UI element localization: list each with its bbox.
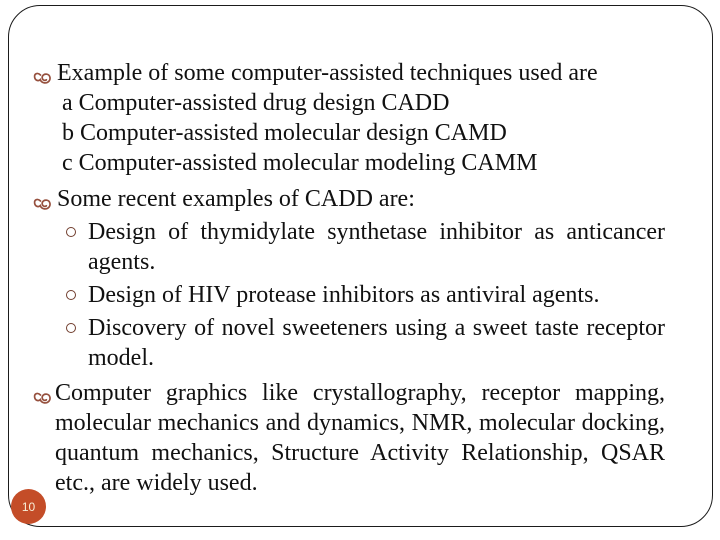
slide-content: Example of some computer-assisted techni… [33,58,665,498]
page-number-badge: 10 [11,489,46,524]
lettered-line-b: b Computer-assisted molecular design CAM… [62,118,665,148]
lettered-line-text: b Computer-assisted molecular design CAM… [62,120,507,146]
slide-frame-border [8,5,713,527]
bullet-item-text: Example of some computer-assisted techni… [57,60,598,86]
circle-outline-bullet-icon [66,290,76,300]
circle-outline-bullet-icon [66,227,76,237]
bullet-item: Some recent examples of CADD are: [33,184,665,214]
sub-bullet-item: Discovery of novel sweeteners using a sw… [33,313,665,373]
bullet-item: Example of some computer-assisted techni… [33,58,665,88]
sub-bullet-item-text: Design of HIV protease inhibitors as ant… [88,282,600,308]
sub-bullet-item-text: Design of thymidylate synthetase inhibit… [88,219,665,275]
lettered-line-text: c Computer-assisted molecular modeling C… [62,150,538,176]
ornament-scroll-bullet-icon [33,65,53,84]
ornament-scroll-bullet-icon [33,385,53,404]
bullet-item-text: Computer graphics like crystallography, … [55,380,665,496]
sub-bullet-item: Design of HIV protease inhibitors as ant… [33,280,665,310]
lettered-line-text: a Computer-assisted drug design CADD [62,90,450,116]
bullet-item-text: Some recent examples of CADD are: [57,186,415,212]
sub-bullet-item-text: Discovery of novel sweeteners using a sw… [88,315,665,371]
circle-outline-bullet-icon [66,323,76,333]
lettered-line-a: a Computer-assisted drug design CADD [62,88,665,118]
sub-bullet-item: Design of thymidylate synthetase inhibit… [33,217,665,277]
bullet-item: Computer graphics like crystallography, … [33,378,665,498]
page-number: 10 [21,499,36,514]
ornament-scroll-bullet-icon [33,191,53,210]
lettered-line-c: c Computer-assisted molecular modeling C… [62,148,665,178]
